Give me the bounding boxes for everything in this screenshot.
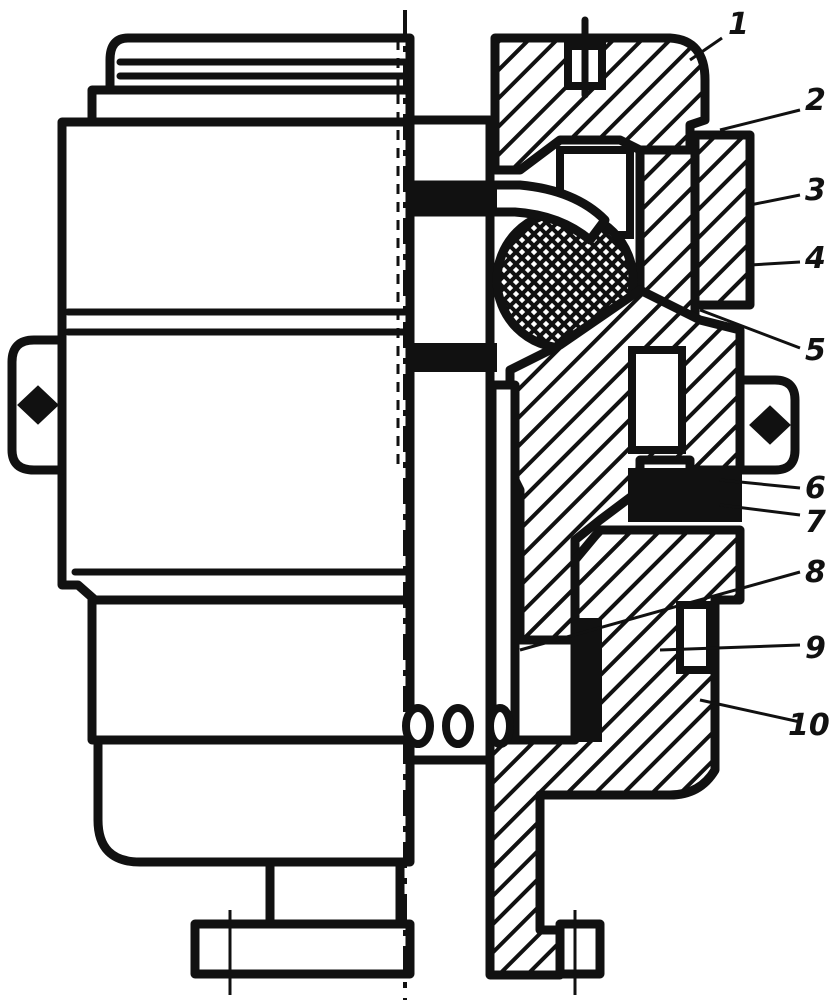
bottom-boss	[93, 735, 415, 867]
lower-seal-strip	[576, 618, 602, 742]
spring-lower	[410, 343, 497, 372]
callout-3: 3	[805, 173, 826, 208]
shaft	[403, 10, 495, 1000]
seal-ring	[628, 468, 742, 522]
callout-10: 10	[788, 708, 830, 743]
base-flange-left	[190, 919, 415, 979]
top-cover-section	[490, 33, 710, 175]
spring-upper	[410, 188, 497, 212]
callout-6: 6	[805, 471, 826, 506]
lower-body	[87, 595, 415, 745]
housing-exterior	[7, 33, 415, 995]
ball-2	[442, 704, 474, 748]
callout-8: 8	[805, 555, 826, 590]
ball-1	[402, 704, 434, 748]
base-flange-right	[555, 919, 605, 979]
callout-5: 5	[805, 333, 826, 368]
left-lug-bolt-icon	[17, 385, 59, 425]
callout-7: 7	[805, 505, 826, 540]
callout-labels: 1 2 3 4 5 6 7 8 9 10	[728, 7, 830, 743]
ball-3	[486, 704, 514, 748]
lower-port	[676, 601, 714, 674]
side-plate	[690, 130, 755, 310]
leader-lines	[519, 36, 801, 724]
section-view	[402, 16, 800, 995]
main-body	[57, 117, 415, 605]
stem	[265, 857, 405, 929]
callout-9: 9	[805, 631, 826, 666]
middle-cavity	[628, 346, 686, 454]
upper-collar	[87, 85, 415, 127]
callout-2: 2	[805, 83, 826, 118]
right-lug-bolt-icon	[749, 405, 791, 445]
callout-4: 4	[804, 241, 826, 276]
callout-1: 1	[728, 7, 749, 42]
inner-sleeve	[487, 380, 520, 745]
